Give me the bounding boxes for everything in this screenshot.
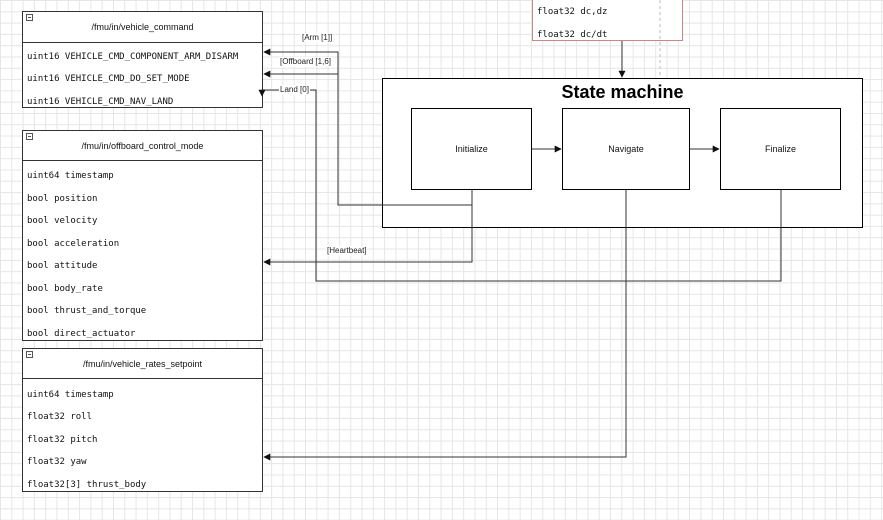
table-row: float32 roll (27, 412, 93, 422)
table-row: bool direct_actuator (27, 329, 136, 339)
state-initialize[interactable]: Initialize (411, 108, 532, 190)
state-navigate[interactable]: Navigate (562, 108, 690, 190)
partial-row-dc-dt: float32 dc/dt (537, 30, 608, 40)
table-row: bool position (27, 194, 98, 204)
vehicle-rates-setpoint-header: /fmu/in/vehicle_rates_setpoint (23, 349, 262, 379)
table-row: bool velocity (27, 216, 98, 226)
table-row: bool thrust_and_torque (27, 306, 147, 316)
table-row: float32[3] thrust_body (27, 480, 147, 490)
partial-row-dc-dz: float32 dc,dz (537, 7, 608, 17)
table-row: float32 yaw (27, 457, 87, 467)
table-row: bool body_rate (27, 284, 103, 294)
partial-message-table[interactable]: float32 dc,dz float32 dc/dt (532, 0, 683, 41)
table-row: bool attitude (27, 261, 98, 271)
edge-heartbeat (263, 205, 473, 266)
table-row: uint16 VEHICLE_CMD_NAV_LAND (27, 97, 174, 107)
state-navigate-label: Navigate (608, 144, 644, 154)
edge-label-arm: [Arm [1]] (301, 33, 334, 43)
state-finalize-label: Finalize (764, 144, 796, 154)
edge-label-heartbeat: [Heartbeat] (326, 246, 368, 256)
table-row: float32 pitch (27, 435, 98, 445)
state-machine-title: State machine (561, 82, 684, 102)
edge-land (258, 89, 782, 282)
collapse-icon[interactable] (26, 14, 33, 21)
edge-label-offboard: [Offboard [1,6] (279, 57, 332, 67)
table-row: uint64 timestamp (27, 390, 114, 400)
vehicle-rates-setpoint-table[interactable]: /fmu/in/vehicle_rates_setpoint uint64 ti… (22, 348, 263, 492)
vehicle-command-title: /fmu/in/vehicle_command (91, 22, 194, 32)
state-initialize-label: Initialize (455, 144, 488, 154)
collapse-icon[interactable] (26, 351, 33, 358)
edge-arm (263, 48, 473, 206)
table-row: uint64 timestamp (27, 171, 114, 181)
vehicle-command-header: /fmu/in/vehicle_command (23, 12, 262, 43)
vehicle-rates-setpoint-title: /fmu/in/vehicle_rates_setpoint (82, 358, 203, 369)
table-row: uint16 VEHICLE_CMD_DO_SET_MODE (27, 74, 190, 84)
table-row: uint16 VEHICLE_CMD_COMPONENT_ARM_DISARM (27, 52, 239, 62)
collapse-icon[interactable] (26, 133, 33, 140)
edge-navigate-to-rates (263, 190, 627, 461)
edge-label-land: Land [0] (279, 85, 310, 95)
state-finalize[interactable]: Finalize (720, 108, 841, 190)
offboard-control-mode-title: /fmu/in/offboard_control_mode (81, 140, 204, 151)
offboard-control-mode-table[interactable]: /fmu/in/offboard_control_mode uint64 tim… (22, 130, 263, 341)
offboard-control-mode-header: /fmu/in/offboard_control_mode (23, 131, 262, 161)
vehicle-command-table[interactable]: /fmu/in/vehicle_command uint16 VEHICLE_C… (22, 11, 263, 108)
table-row: bool acceleration (27, 239, 120, 249)
